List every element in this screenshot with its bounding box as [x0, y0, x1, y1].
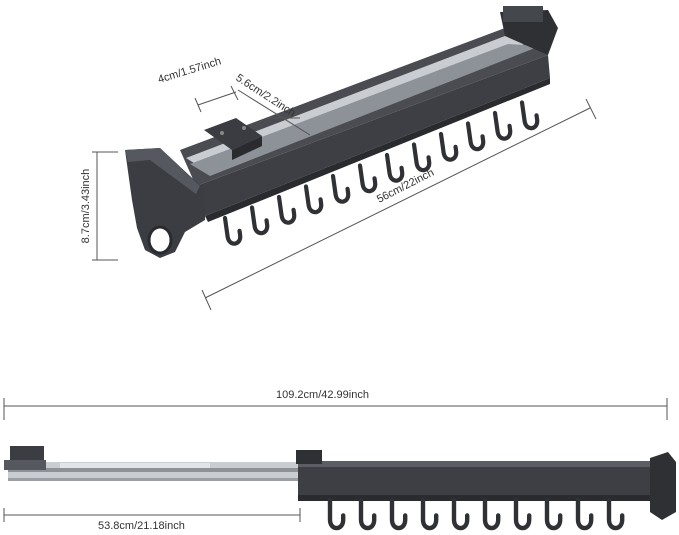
- hook: [327, 497, 346, 531]
- hook: [544, 497, 563, 531]
- hook: [482, 497, 501, 531]
- slide-length-label: 53.8cm/21.18inch: [98, 520, 185, 532]
- dimension-lines-bottom: [3, 398, 668, 522]
- hook: [389, 497, 408, 531]
- hook: [384, 152, 405, 183]
- hook: [519, 100, 540, 131]
- hook: [357, 163, 378, 194]
- extended-length-label: 109.2cm/42.99inch: [276, 389, 369, 401]
- hook: [465, 121, 486, 152]
- hook: [303, 184, 324, 215]
- angled-rack: [125, 6, 558, 258]
- hook: [451, 497, 470, 531]
- hook: [420, 497, 439, 531]
- extended-rack: [4, 446, 676, 520]
- hook: [411, 142, 432, 173]
- extended-rack-hooks: [327, 497, 625, 531]
- hook: [575, 497, 594, 531]
- hook: [330, 173, 351, 204]
- hook: [222, 215, 243, 246]
- dimension-lines-top: [92, 85, 597, 311]
- hook: [276, 194, 297, 225]
- height-label: 8.7cm/3.43inch: [80, 168, 92, 244]
- hook: [606, 497, 625, 531]
- hook: [249, 205, 270, 236]
- hook: [438, 131, 459, 162]
- hook: [513, 497, 532, 531]
- hook: [358, 497, 377, 531]
- hook: [492, 110, 513, 141]
- angled-rack-hooks: [222, 100, 540, 246]
